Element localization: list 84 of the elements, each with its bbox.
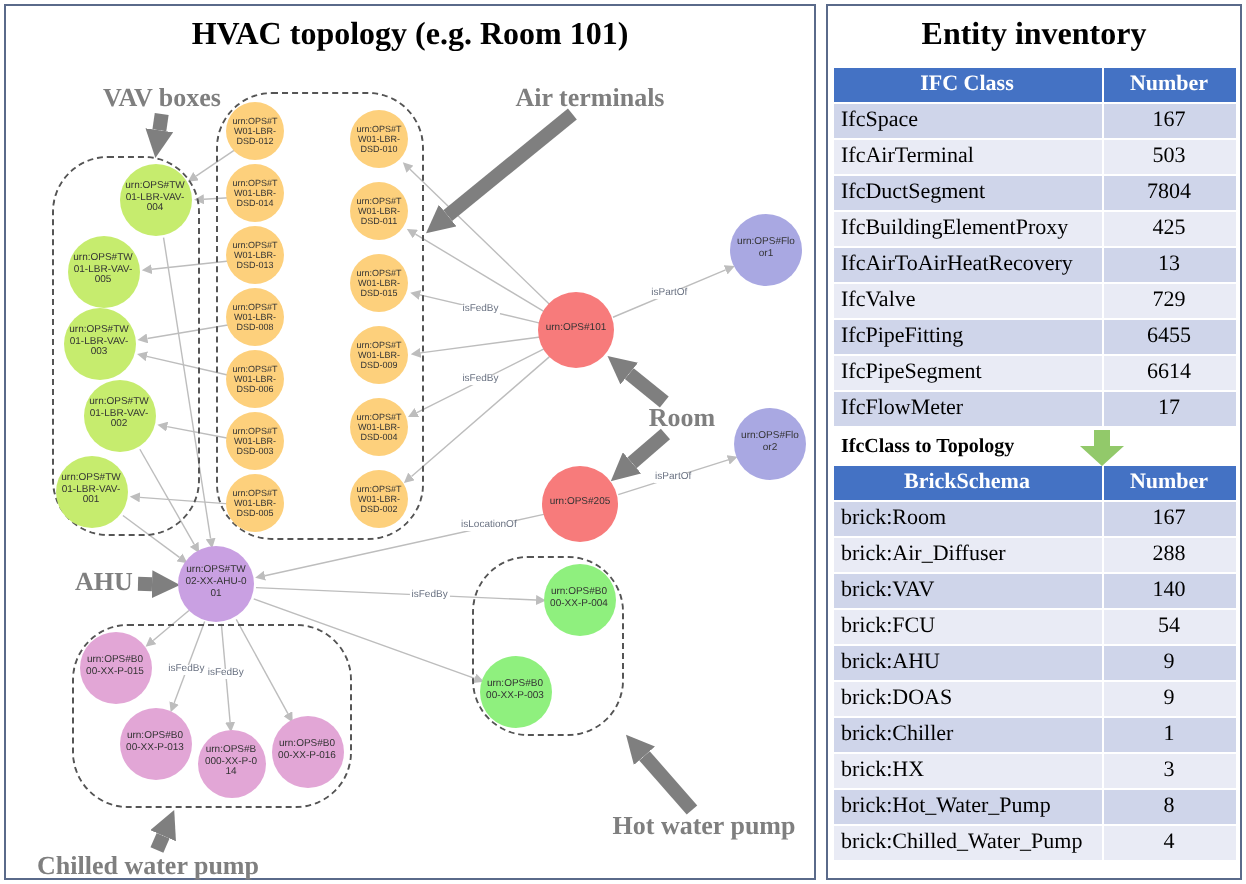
table-cell: brick:Chiller: [833, 718, 1101, 752]
connector-arrow: [141, 260, 230, 275]
connector-arrow: [157, 421, 231, 440]
block-arrow: [150, 810, 176, 853]
table-cell: 167: [1103, 502, 1235, 536]
column-header: Number: [1103, 466, 1235, 500]
connector-arrow: [169, 620, 206, 713]
table-cell: brick:AHU: [833, 646, 1101, 680]
table-cell: brick:HX: [833, 754, 1101, 788]
panel: [4, 4, 816, 880]
connector-arrow: [253, 598, 485, 684]
table-cell: 54: [1103, 610, 1235, 644]
panel-title: Entity inventory: [921, 16, 1147, 56]
connector-arrow: [139, 448, 200, 553]
table-cell: IfcAirTerminal: [833, 140, 1101, 174]
table-cell: IfcFlowMeter: [833, 392, 1101, 426]
connector-arrow: [410, 336, 542, 358]
connector-arrow: [407, 348, 545, 418]
block-arrow: [145, 113, 174, 158]
dashed-group-outline: [472, 556, 624, 736]
table-cell: 9: [1103, 682, 1235, 716]
table-cell: brick:Chilled_Water_Pump: [833, 826, 1101, 860]
column-header: Number: [1103, 68, 1235, 102]
table-cell: IfcPipeSegment: [833, 356, 1101, 390]
table-cell: 288: [1103, 538, 1235, 572]
connector-arrow: [145, 609, 190, 647]
table-cell: 140: [1103, 574, 1235, 608]
dashed-group-outline: [72, 624, 352, 808]
dashed-group-outline: [52, 156, 200, 536]
table-cell: IfcValve: [833, 284, 1101, 318]
block-arrow: [626, 734, 698, 815]
table-cell: 9: [1103, 646, 1235, 680]
table-cell: IfcBuildingElementProxy: [833, 212, 1101, 246]
column-header: BrickSchema: [833, 466, 1101, 500]
connector-arrow: [193, 194, 230, 205]
table-cell: 7804: [1103, 176, 1235, 210]
connector-arrow: [235, 618, 293, 723]
connector-arrow: [406, 228, 547, 314]
table-cell: brick:Hot_Water_Pump: [833, 790, 1101, 824]
table-cell: IfcPipeFitting: [833, 320, 1101, 354]
table-cell: 503: [1103, 140, 1235, 174]
table-cell: brick:FCU: [833, 610, 1101, 644]
block-arrow: [137, 570, 180, 599]
group-caption: Hot water pump: [596, 808, 812, 840]
connector-arrow: [402, 162, 552, 307]
section-label: IfcClass to Topology: [841, 433, 1015, 461]
connector-arrow: [187, 149, 235, 182]
connector-arrow: [220, 623, 236, 733]
table-cell: brick:Air_Diffuser: [833, 538, 1101, 572]
table-cell: IfcSpace: [833, 104, 1101, 138]
table-cell: 167: [1103, 104, 1235, 138]
panel: [826, 4, 1242, 880]
table-cell: 8: [1103, 790, 1235, 824]
table-cell: 3: [1103, 754, 1235, 788]
table-cell: 13: [1103, 248, 1235, 282]
connector-arrow: [617, 455, 738, 496]
connector-arrow: [612, 265, 735, 318]
connector-arrow: [122, 514, 188, 564]
block-arrow: [607, 355, 669, 408]
panel-title: HVAC topology (e.g. Room 101): [189, 16, 631, 56]
table-cell: 729: [1103, 284, 1235, 318]
connector-arrow: [129, 492, 230, 505]
table-cell: IfcDuctSegment: [833, 176, 1101, 210]
connector-arrow: [137, 324, 231, 344]
table-cell: brick:VAV: [833, 574, 1101, 608]
table-cell: 6455: [1103, 320, 1235, 354]
block-arrow: [610, 428, 671, 482]
connector-arrow: [162, 236, 216, 549]
table-cell: 1: [1103, 718, 1235, 752]
table-cell: brick:Room: [833, 502, 1101, 536]
column-header: IFC Class: [833, 68, 1101, 102]
connector-arrow: [403, 356, 550, 483]
table-cell: brick:DOAS: [833, 682, 1101, 716]
connector-arrow: [137, 351, 231, 377]
table-cell: 17: [1103, 392, 1235, 426]
group-caption: Chilled water pump: [20, 848, 276, 880]
table-cell: 425: [1103, 212, 1235, 246]
block-arrow: [426, 108, 577, 234]
group-caption: Air terminals: [496, 80, 684, 112]
table-cell: 4: [1103, 826, 1235, 860]
group-caption: AHU: [72, 566, 136, 596]
table-cell: 6614: [1103, 356, 1235, 390]
table-cell: IfcAirToAirHeatRecovery: [833, 248, 1101, 282]
group-caption: Room: [640, 400, 724, 432]
